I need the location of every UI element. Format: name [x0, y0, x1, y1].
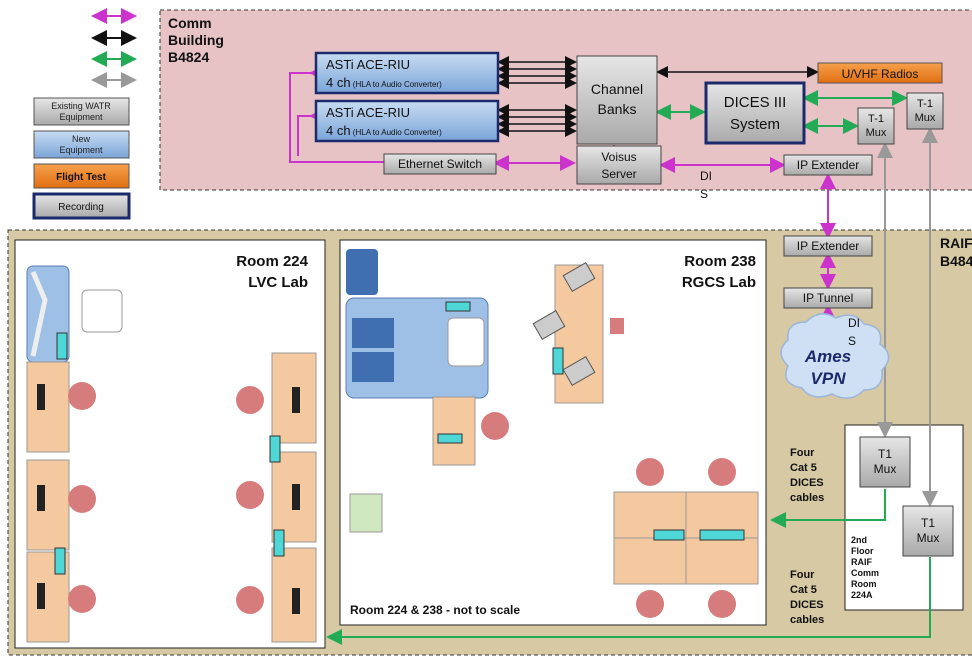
desk: [26, 361, 70, 453]
ip-extender-2-label: IP Extender: [797, 239, 859, 253]
chair: [236, 586, 264, 614]
ip-extender-1: [783, 154, 873, 176]
dices-tag: [653, 529, 685, 541]
asti-ace-riu-1: [314, 51, 500, 95]
dices-tag: [445, 301, 471, 312]
chair: [68, 382, 96, 410]
chair: [236, 481, 264, 509]
room-238-furniture: [345, 249, 759, 618]
chair: [68, 585, 96, 613]
voisus-server: [576, 145, 662, 185]
dices-tag: [54, 547, 66, 575]
asti-ace-riu-2: [314, 99, 500, 143]
legend-new-box: [33, 130, 130, 159]
room-224-subtitle: LVC Lab: [248, 274, 308, 291]
dices-tag: [273, 529, 285, 557]
t1-mux-small-1: [857, 107, 895, 145]
table-green: [349, 493, 383, 533]
chair-white: [81, 289, 123, 333]
ip-tunnel-label: IP Tunnel: [803, 291, 853, 305]
room-238-title: Room 238: [684, 253, 756, 270]
ip-extender-2: [783, 235, 873, 257]
laptop: [532, 310, 566, 340]
dices-tag: [56, 332, 68, 360]
dices-tag: [552, 347, 564, 375]
chair: [610, 318, 624, 334]
dices-clone-tag: [699, 529, 745, 541]
ip-tunnel: [783, 287, 873, 309]
asti-2-subtitle: 4 ch (HLA to Audio Converter): [326, 123, 442, 138]
room-238-subtitle: RGCS Lab: [682, 274, 756, 291]
chair: [708, 458, 736, 486]
laptop: [562, 356, 596, 386]
dices-tag: [269, 435, 281, 463]
ip-extender-1-label: IP Extender: [797, 158, 859, 172]
ames-vpn-cloud: [780, 313, 890, 399]
room-224-title: Room 224: [236, 253, 308, 270]
ethernet-switch: [383, 153, 497, 175]
room-note: Room 224 & 238 - not to scale: [350, 603, 520, 617]
legend-recording-label: Recording: [58, 202, 104, 213]
chair: [68, 485, 96, 513]
asti-2-title: ASTi ACE-RIU: [326, 105, 410, 120]
chair: [636, 458, 664, 486]
room-224-furniture: [26, 265, 317, 643]
desk: [26, 459, 70, 551]
t1-mux-small-2: [906, 92, 944, 130]
laptop: [562, 262, 596, 292]
uvhf-radios: [817, 62, 943, 84]
t1-mux-large-2: [902, 505, 954, 557]
raif-building-label: RAIFB4840: [940, 235, 972, 269]
legend-flight-test-box: [33, 163, 130, 189]
legend-recording-box: [32, 192, 131, 220]
chair: [481, 412, 509, 440]
legend-existing-box: [33, 97, 130, 126]
chair: [636, 590, 664, 618]
legend-flight-test-label: Flight Test: [56, 172, 106, 183]
chair-white: [447, 317, 485, 367]
cabinet: [346, 249, 378, 295]
desk: [432, 396, 476, 466]
channel-banks: [576, 55, 658, 145]
asti-1-subtitle: 4 ch (HLA to Audio Converter): [326, 75, 442, 90]
dices-tag: [437, 433, 463, 444]
t1-mux-large-1: [859, 436, 911, 488]
asti-1-title: ASTi ACE-RIU: [326, 57, 410, 72]
equipment: ASTi ACE-RIU 4 ch (HLA to Audio Converte…: [314, 51, 954, 557]
dices-iii-system: [704, 81, 806, 145]
chair: [236, 386, 264, 414]
uvhf-radios-label: U/VHF Radios: [842, 67, 919, 81]
ethernet-switch-label: Ethernet Switch: [398, 157, 482, 171]
chair: [708, 590, 736, 618]
